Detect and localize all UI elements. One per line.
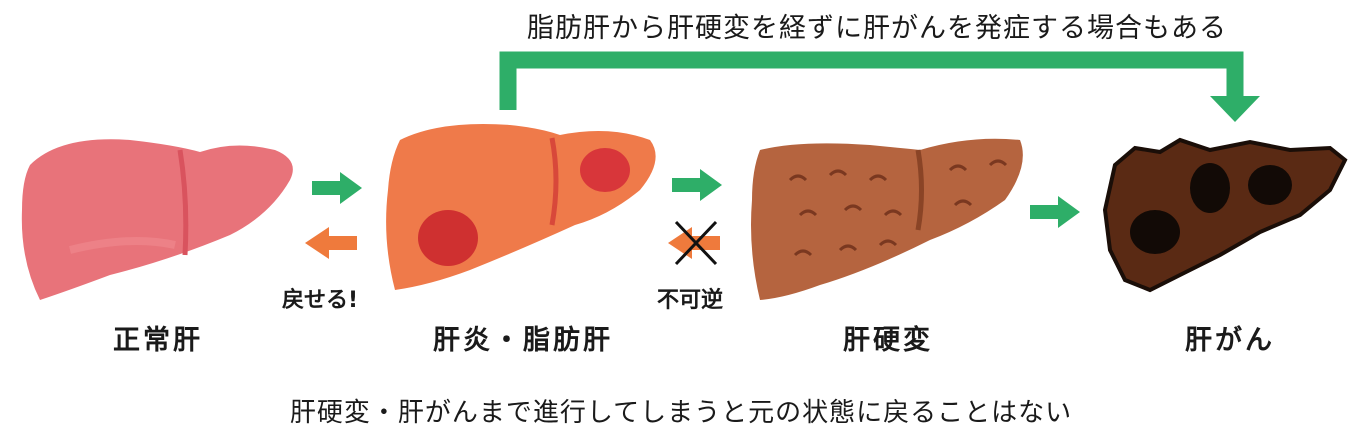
progress-arrow-2 bbox=[672, 169, 722, 201]
stage-label-cirrhosis: 肝硬変 bbox=[843, 325, 933, 356]
reversible-label: 戻せる! bbox=[282, 288, 359, 313]
reverse-arrow-1 bbox=[305, 227, 357, 259]
stage-label-cancer: 肝がん bbox=[1185, 325, 1275, 356]
top-note: 脂肪肝から肝硬変を経ずに肝がんを発症する場合もある bbox=[527, 13, 1227, 44]
progress-arrow-1 bbox=[312, 172, 362, 204]
normal-liver-illustration bbox=[21, 139, 293, 300]
stage-label-hepatitis: 肝炎・脂肪肝 bbox=[433, 325, 613, 356]
stage-label-normal: 正常肝 bbox=[113, 325, 203, 356]
skip-cirrhosis-bracket-arrow bbox=[499, 51, 1244, 110]
liver-cancer-illustration bbox=[1102, 137, 1348, 293]
cirrhotic-liver-illustration bbox=[751, 138, 1023, 300]
irreversible-label: 不可逆 bbox=[657, 288, 724, 313]
bracket-arrowhead bbox=[1210, 96, 1260, 122]
cross-mark-icon bbox=[674, 220, 718, 266]
progress-arrow-3 bbox=[1030, 196, 1080, 228]
fatty-liver-illustration bbox=[386, 124, 656, 290]
bottom-note: 肝硬変・肝がんまで進行してしまうと元の状態に戻ることはない bbox=[289, 398, 1073, 428]
